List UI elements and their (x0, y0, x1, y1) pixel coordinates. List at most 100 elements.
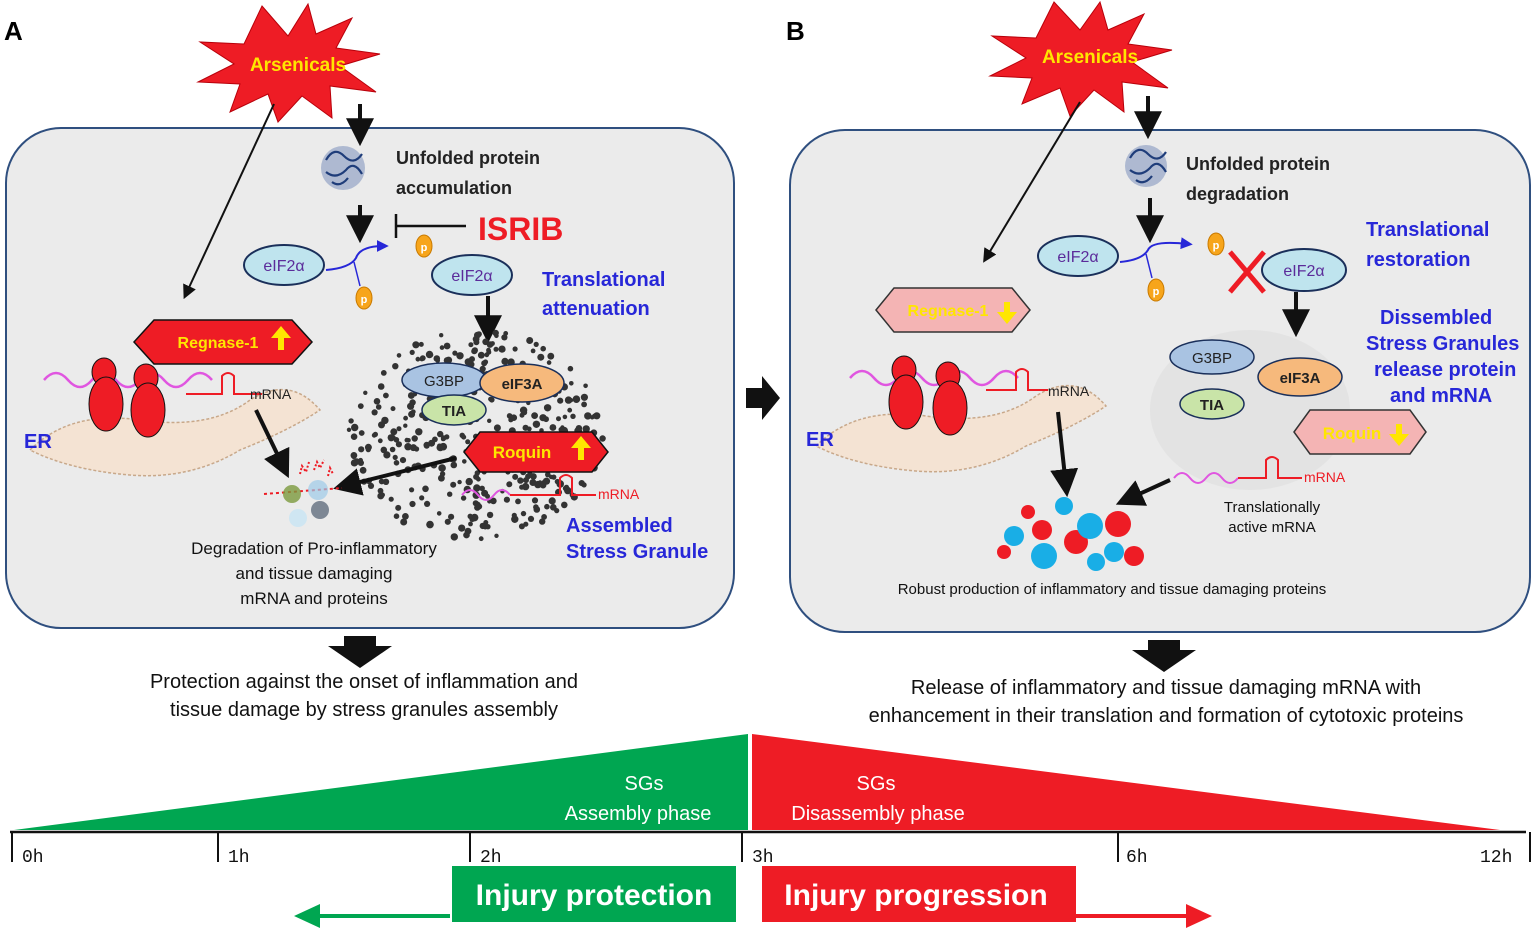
mrna-wave-er-b (849, 369, 1019, 387)
down-arrow-icon-regnase-b (997, 302, 1017, 324)
granule-dot (380, 446, 388, 454)
phospho-label-a2: p (421, 242, 428, 254)
arrow-er-proteins (1050, 411, 1079, 498)
granule-dot (403, 415, 408, 421)
outcome-arrow-b (1132, 640, 1196, 672)
roquin-label-a: Roquin (493, 443, 552, 462)
granule-dot (396, 426, 402, 432)
arsenicals-label-b: Arsenicals (1042, 47, 1138, 68)
panel-a-letter: A (4, 16, 23, 46)
granule-dot (531, 412, 538, 419)
granule-dot (493, 346, 499, 352)
granule-dot (358, 446, 365, 453)
granule-dot (378, 478, 385, 485)
blocked-x-icon (1228, 250, 1266, 294)
granule-dot (410, 409, 416, 415)
granule-dot (415, 428, 423, 436)
eif2a-ellipse-left-b (1037, 235, 1119, 277)
granule-dot (546, 360, 552, 365)
granule-dot (404, 443, 412, 451)
granule-dot (547, 352, 555, 360)
granule-dot (531, 497, 539, 504)
granule-dot (471, 347, 478, 354)
roquin-down-badge-b: Roquin (1293, 409, 1427, 455)
granule-dot (554, 508, 560, 514)
granule-dot (414, 446, 420, 452)
phospho-circle-b1 (1147, 278, 1165, 302)
phospho-arrow-a (325, 240, 389, 271)
granule-dot (390, 406, 396, 412)
panel-b: B Arsenicals Unfolded protein degradatio… (786, 0, 1531, 727)
production-label: Robust production of inflammatory and ti… (898, 581, 1327, 598)
dissembled-label-line4: and mRNA (1390, 385, 1492, 407)
isrib-label: ISRIB (478, 211, 563, 247)
degradation-label-line3: mRNA and proteins (240, 589, 387, 608)
panel-b-letter: B (786, 16, 805, 46)
ribosome-icon-a2 (130, 363, 166, 438)
granule-dot (468, 521, 473, 527)
granule-dot (510, 414, 518, 422)
granule-dot (450, 533, 458, 541)
granule-dot (346, 427, 352, 432)
granule-dot (481, 360, 488, 367)
roquin-label-b: Roquin (1323, 424, 1382, 443)
granule-dot (544, 503, 550, 510)
arrow-roquin-degradation (333, 456, 457, 496)
granule-dot (402, 513, 409, 520)
dissembled-label-line3: release protein (1374, 359, 1516, 381)
granule-dot (478, 536, 484, 542)
phospho-circle-a1 (355, 286, 373, 310)
granule-dot (432, 436, 438, 443)
protection-box (452, 866, 736, 922)
active-label-line1: Translationally (1224, 499, 1321, 516)
regnase-label-a: Regnase-1 (178, 335, 259, 352)
granule-dot (475, 501, 481, 508)
ribosome-icon-b2 (932, 361, 968, 436)
granule-dot (570, 413, 576, 419)
granule-dot (561, 501, 568, 509)
granule-dot (530, 473, 537, 480)
degraded-fragments-icon (263, 459, 343, 527)
unfolded-label-line2-b: degradation (1186, 184, 1289, 204)
granule-dot (533, 504, 539, 510)
regnase-down-badge-b: Regnase-1 (875, 287, 1031, 333)
granule-dot (409, 349, 415, 355)
granule-dot (359, 466, 367, 474)
granule-dot (599, 435, 606, 442)
granule-dot (364, 443, 372, 451)
granule-dot (456, 352, 464, 360)
regnase-label-b: Regnase-1 (908, 303, 989, 320)
granule-dot (569, 381, 574, 386)
granule-dot (448, 513, 455, 520)
phospho-branch-a (353, 261, 361, 287)
granule-dot (568, 398, 574, 403)
timeline: SGs Assembly phase SGs Disassembly phase… (10, 734, 1531, 928)
granule-dot (393, 513, 400, 519)
granule-dot (395, 504, 402, 511)
granule-dot (575, 425, 583, 432)
granule-dot (426, 520, 434, 529)
unfolded-label-line1-b: Unfolded protein (1186, 154, 1330, 174)
granule-dot (484, 352, 490, 358)
granule-dot (581, 482, 587, 488)
granule-dot (529, 479, 537, 486)
outcome-arrow-a (328, 636, 392, 668)
tick-label-1h: 1h (228, 848, 250, 868)
unfolded-protein-icon-a (321, 146, 365, 190)
granule-dot (583, 383, 588, 389)
mrna-label-sg-a: mRNA (598, 486, 640, 502)
granule-dot (511, 512, 517, 518)
arsenicals-burst-b: Arsenicals (988, 0, 1173, 117)
granule-dot (373, 398, 381, 405)
granule-dot (543, 404, 552, 412)
granule-dot (444, 518, 451, 525)
translational-label-line1-b: Translational (1366, 219, 1489, 241)
granule-dot (450, 461, 458, 469)
tia-ellipse-b (1179, 388, 1245, 420)
granule-dot (464, 358, 472, 366)
granule-dot (358, 430, 365, 436)
granule-dot (493, 424, 501, 432)
granule-dot (539, 481, 547, 489)
granule-dot (458, 524, 466, 532)
tick-label-6h: 6h (1126, 848, 1148, 868)
